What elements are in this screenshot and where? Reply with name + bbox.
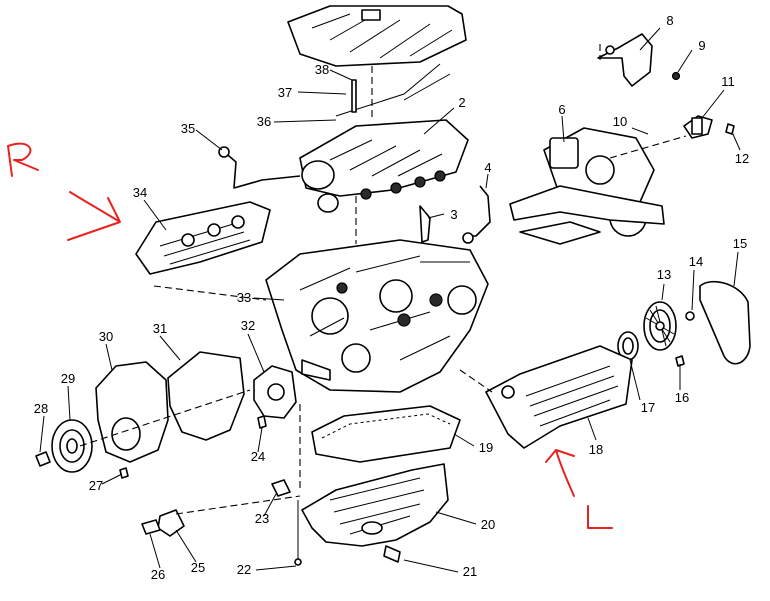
red-annotations: R L (7, 142, 613, 529)
oil-pan (301, 463, 449, 547)
callout-19: 19 (479, 440, 493, 455)
callout-38: 38 (315, 62, 329, 77)
crankshaft-balancer (51, 419, 93, 473)
callout-36: 36 (257, 114, 271, 129)
callout-24: 24 (251, 449, 265, 464)
engine-cover (287, 5, 467, 67)
callout-27: 27 (89, 478, 103, 493)
callout-29: 29 (61, 371, 75, 386)
bolt-27 (119, 467, 129, 479)
bolt-24 (257, 415, 267, 429)
front-cover (95, 361, 169, 463)
coolant-tube (419, 185, 491, 244)
callout-25: 25 (191, 560, 205, 575)
annotation-left-arrow (67, 191, 121, 241)
callout-11: 11 (721, 74, 735, 89)
callout-labels: 2 3 4 6 8 9 10 11 12 13 14 15 16 17 18 1… (34, 13, 749, 582)
callout-18: 18 (589, 442, 603, 457)
callout-10: 10 (613, 114, 627, 129)
callout-35: 35 (181, 121, 195, 136)
bolt-22 (294, 500, 302, 566)
cam-position-sensor (141, 509, 185, 537)
drive-belt (699, 280, 751, 365)
drain-plug (383, 545, 401, 563)
callout-23: 23 (255, 511, 269, 526)
sensor-cap (683, 115, 713, 139)
callout-28: 28 (34, 401, 48, 416)
callout-37: 37 (278, 85, 292, 100)
callout-34: 34 (133, 185, 147, 200)
callout-6: 6 (558, 102, 565, 117)
oil-sensor (271, 479, 291, 497)
intake-manifold (299, 119, 469, 213)
callout-33: 33 (237, 290, 251, 305)
callout-8: 8 (666, 13, 673, 28)
annotation-r-mark (7, 142, 39, 177)
callout-31: 31 (153, 321, 167, 336)
annotation-right-arrow (545, 449, 575, 497)
callout-32: 32 (241, 318, 255, 333)
callout-22: 22 (237, 562, 251, 577)
oil-pump (253, 365, 297, 419)
callout-16: 16 (675, 390, 689, 405)
engine-block (265, 239, 489, 393)
vacuum-hose (218, 146, 301, 189)
callout-4: 4 (484, 160, 491, 175)
callout-14: 14 (689, 254, 703, 269)
callout-26: 26 (151, 567, 165, 582)
annotation-l-mark (587, 505, 613, 529)
callout-15: 15 (733, 236, 747, 251)
bolt-14 (685, 311, 695, 321)
callout-3: 3 (450, 207, 457, 222)
assembly-dashed-lines (79, 44, 687, 515)
bolt-16 (675, 355, 685, 367)
callout-30: 30 (99, 329, 113, 344)
valve-cover-left (135, 201, 271, 275)
callout-12: 12 (735, 151, 749, 166)
oil-pan-gasket (311, 405, 461, 463)
idler-bracket (597, 33, 653, 87)
callout-2: 2 (458, 95, 465, 110)
leader-lines (39, 27, 741, 573)
water-pump-pulley (643, 301, 677, 351)
callout-20: 20 (481, 517, 495, 532)
bolt-12 (725, 123, 735, 135)
fuel-rail (335, 63, 451, 117)
callout-13: 13 (657, 267, 671, 282)
throttle-body (509, 127, 665, 245)
bolt-9 (671, 71, 681, 81)
callout-21: 21 (463, 564, 477, 579)
callout-17: 17 (641, 400, 655, 415)
valve-cover-right (485, 345, 633, 449)
callout-9: 9 (698, 38, 705, 53)
bolt-28 (35, 451, 51, 467)
